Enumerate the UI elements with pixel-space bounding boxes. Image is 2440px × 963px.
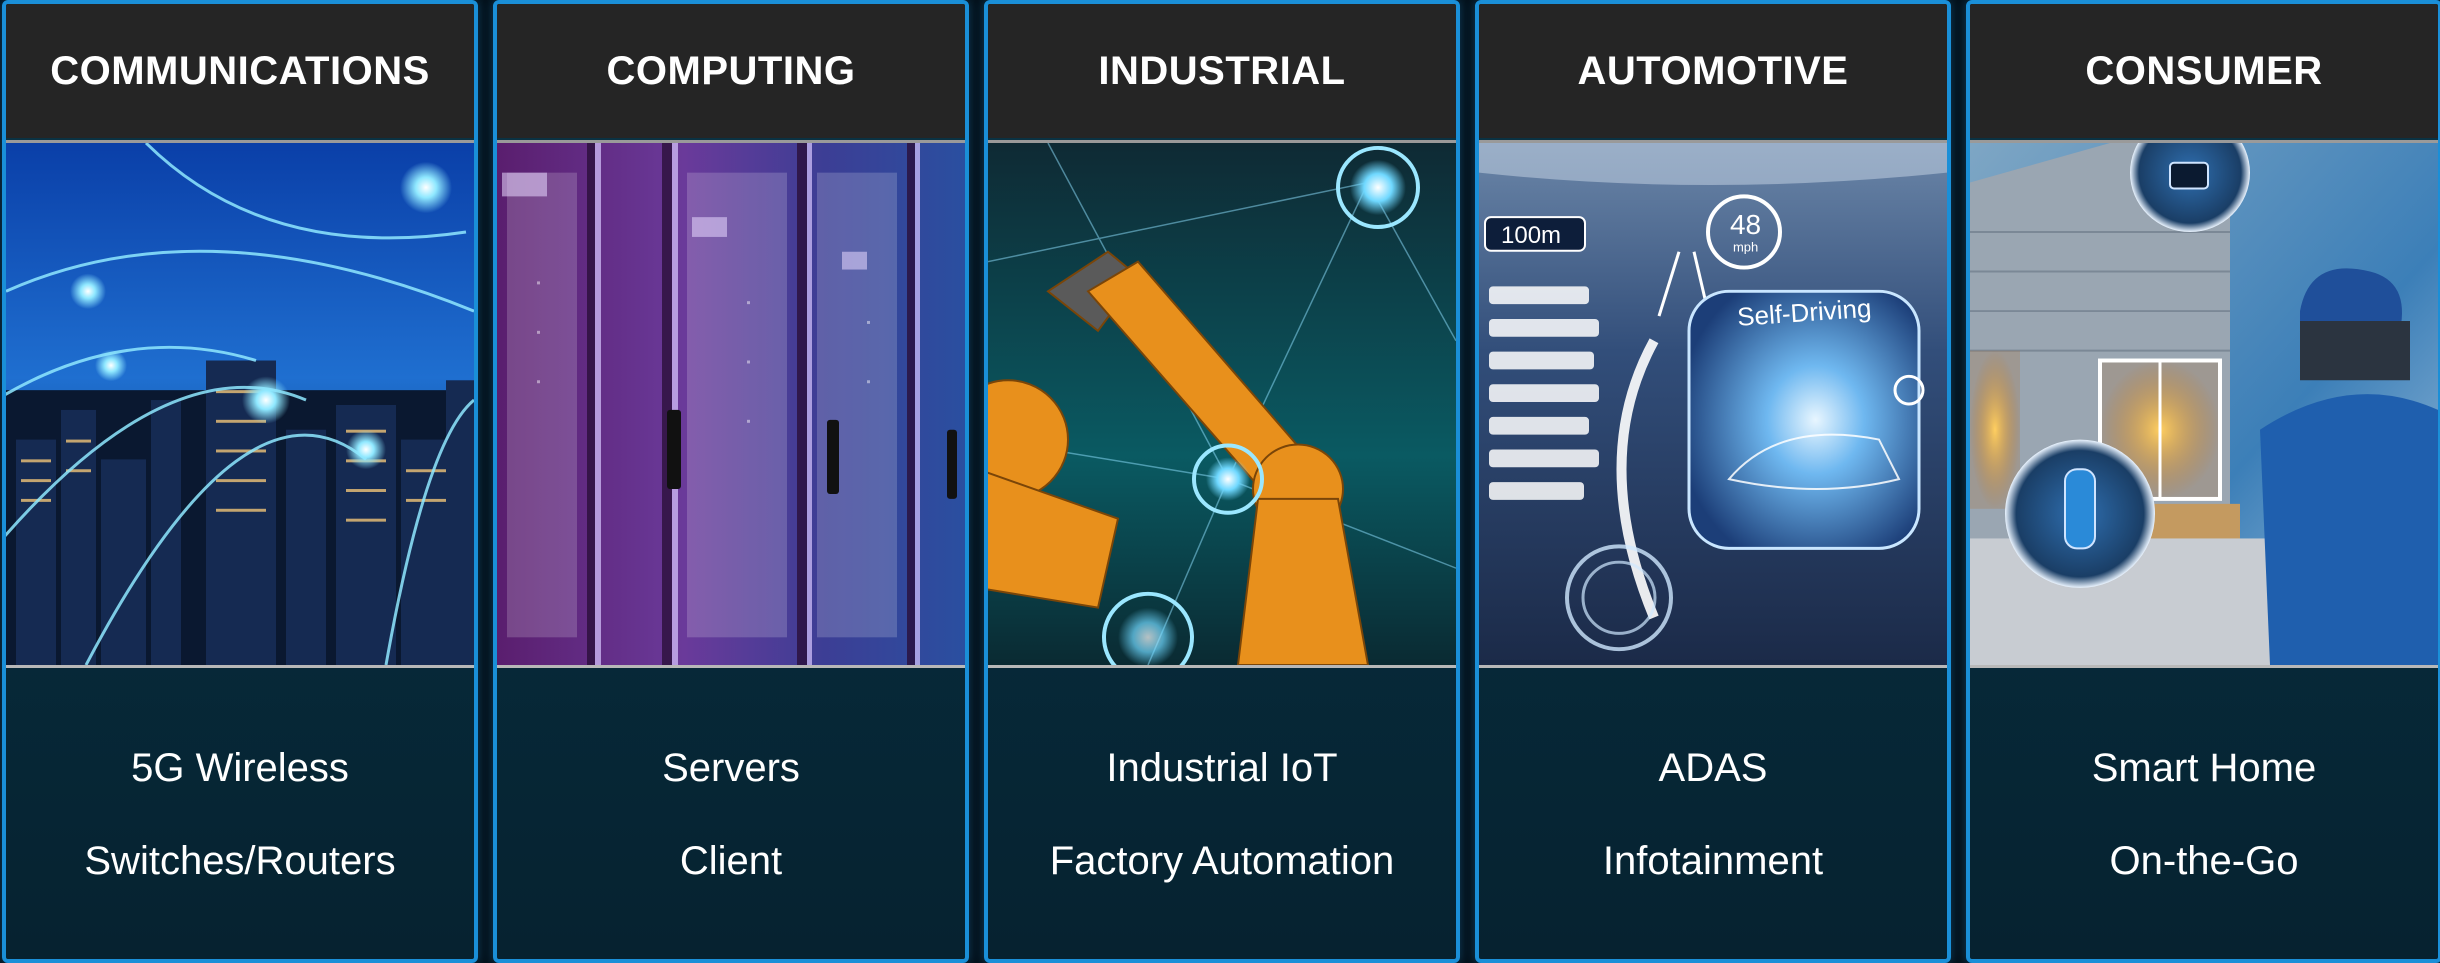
card-body: Servers Client — [497, 672, 965, 959]
card-body: Industrial IoT Factory Automation — [988, 672, 1456, 959]
card-consumer: CONSUMER — [1966, 0, 2440, 963]
car-dashboard-image: 100m 48 mph Self-Driving — [1479, 140, 1947, 668]
card-computing: COMPUTING — [493, 0, 969, 963]
card-header: INDUSTRIAL — [988, 4, 1456, 138]
card-line-2: Factory Automation — [1049, 839, 1395, 883]
speed-unit: mph — [1733, 240, 1758, 255]
smart-home-image — [1970, 140, 2438, 668]
card-line-2: Infotainment — [1602, 839, 1824, 883]
card-line-2: On-the-Go — [2109, 839, 2299, 883]
card-line-1: ADAS — [1658, 746, 1768, 790]
card-line-1: 5G Wireless — [131, 746, 349, 790]
card-header: AUTOMOTIVE — [1479, 4, 1947, 138]
card-body: 5G Wireless Switches/Routers — [6, 672, 474, 959]
card-title: CONSUMER — [2085, 48, 2323, 93]
card-communications: COMMUNICATIONS — [2, 0, 478, 963]
card-line-2: Client — [679, 839, 783, 883]
card-line-2: Switches/Routers — [84, 839, 396, 883]
card-header: CONSUMER — [1970, 4, 2438, 138]
server-racks-image — [497, 140, 965, 668]
card-title: INDUSTRIAL — [1098, 48, 1346, 93]
card-header: COMMUNICATIONS — [6, 4, 474, 138]
card-header: COMPUTING — [497, 4, 965, 138]
city-network-image — [6, 140, 474, 668]
card-line-1: Industrial IoT — [1106, 746, 1338, 790]
card-industrial: INDUSTRIAL — [984, 0, 1460, 963]
card-line-1: Smart Home — [2091, 746, 2317, 790]
distance-readout: 100m — [1501, 222, 1561, 249]
card-title: COMPUTING — [606, 48, 856, 93]
card-automotive: AUTOMOTIVE — [1475, 0, 1951, 963]
card-body: ADAS Infotainment — [1479, 672, 1947, 959]
speed-readout: 48 — [1730, 209, 1761, 240]
card-title: AUTOMOTIVE — [1577, 48, 1849, 93]
card-line-1: Servers — [662, 746, 800, 790]
card-body: Smart Home On-the-Go — [1970, 672, 2438, 959]
robot-arm-image — [988, 140, 1456, 668]
card-title: COMMUNICATIONS — [50, 48, 430, 93]
